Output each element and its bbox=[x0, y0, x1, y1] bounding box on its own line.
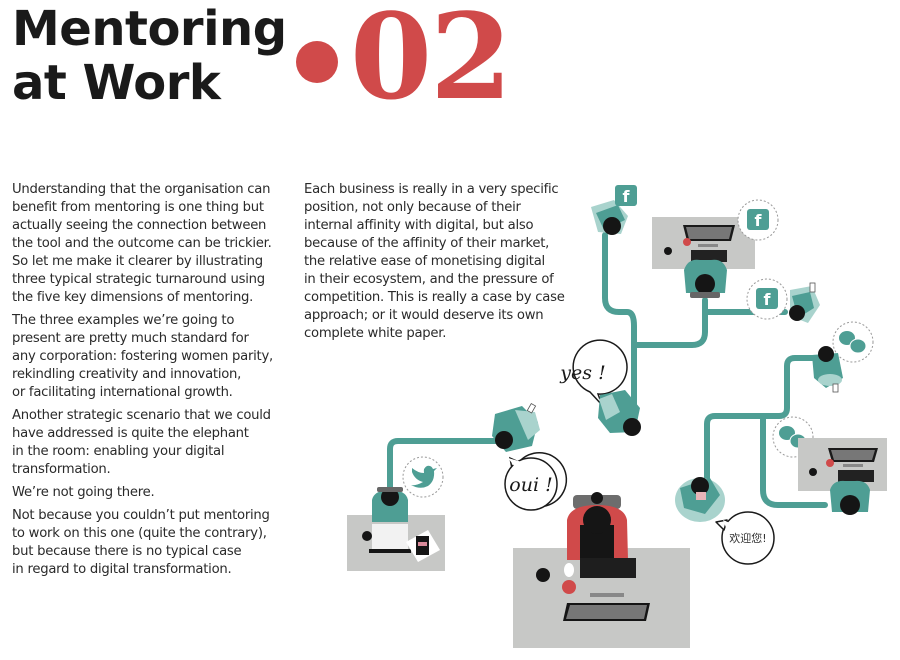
chapter-number-text: 02 bbox=[350, 0, 512, 126]
speech-bubble-yes: yes ! bbox=[559, 339, 628, 406]
person-yes bbox=[598, 390, 641, 436]
person-wechat-top bbox=[812, 346, 843, 393]
title-line-2: at Work bbox=[12, 55, 221, 111]
body-column-left: Understanding that the organisation can … bbox=[12, 181, 302, 584]
paragraph: The three examples we’re going to presen… bbox=[12, 313, 273, 400]
svg-text:yes !: yes ! bbox=[559, 362, 605, 384]
svg-text:欢迎您!: 欢迎您! bbox=[729, 531, 766, 545]
chapter-number: 02 bbox=[296, 0, 512, 126]
svg-text:f: f bbox=[755, 211, 763, 230]
body-column-middle: Each business is really in a very specif… bbox=[304, 181, 584, 348]
bullet-dot-icon bbox=[296, 41, 338, 83]
paragraph: Understanding that the organisation can … bbox=[12, 182, 272, 305]
speech-bubble-chinese: 欢迎您! bbox=[715, 511, 775, 565]
person-top-left bbox=[591, 200, 628, 235]
svg-text:f: f bbox=[764, 290, 772, 309]
person-twitter bbox=[372, 487, 408, 522]
person-right-desk bbox=[830, 480, 870, 515]
paragraph: Another strategic scenario that we could… bbox=[12, 408, 271, 477]
person-chinese bbox=[675, 477, 725, 522]
person-top-center bbox=[684, 259, 727, 298]
wechat-icon bbox=[832, 321, 874, 363]
speech-bubble-oui: oui ! bbox=[504, 452, 568, 511]
svg-text:oui !: oui ! bbox=[509, 474, 552, 496]
person-right-facebook bbox=[789, 282, 820, 323]
title-line-1: Mentoring bbox=[12, 1, 287, 57]
svg-text:f: f bbox=[623, 187, 631, 206]
twitter-icon bbox=[402, 456, 444, 498]
connection-lines bbox=[387, 232, 828, 508]
facebook-icon: f bbox=[746, 278, 788, 320]
desk-right bbox=[798, 438, 887, 515]
paragraph: Each business is really in a very specif… bbox=[304, 182, 565, 341]
desk-bottom-left bbox=[347, 487, 445, 571]
person-oui bbox=[492, 402, 540, 452]
paragraph: We’re not going there. bbox=[12, 485, 155, 500]
desk-top-center bbox=[652, 217, 755, 298]
person-main bbox=[567, 492, 628, 560]
page-title: Mentoring at Work bbox=[12, 2, 287, 110]
facebook-icon: f bbox=[615, 185, 637, 206]
desk-bottom-main bbox=[513, 492, 690, 648]
facebook-icon: f bbox=[737, 199, 779, 241]
paragraph: Not because you couldn’t put mentoring t… bbox=[12, 508, 270, 577]
